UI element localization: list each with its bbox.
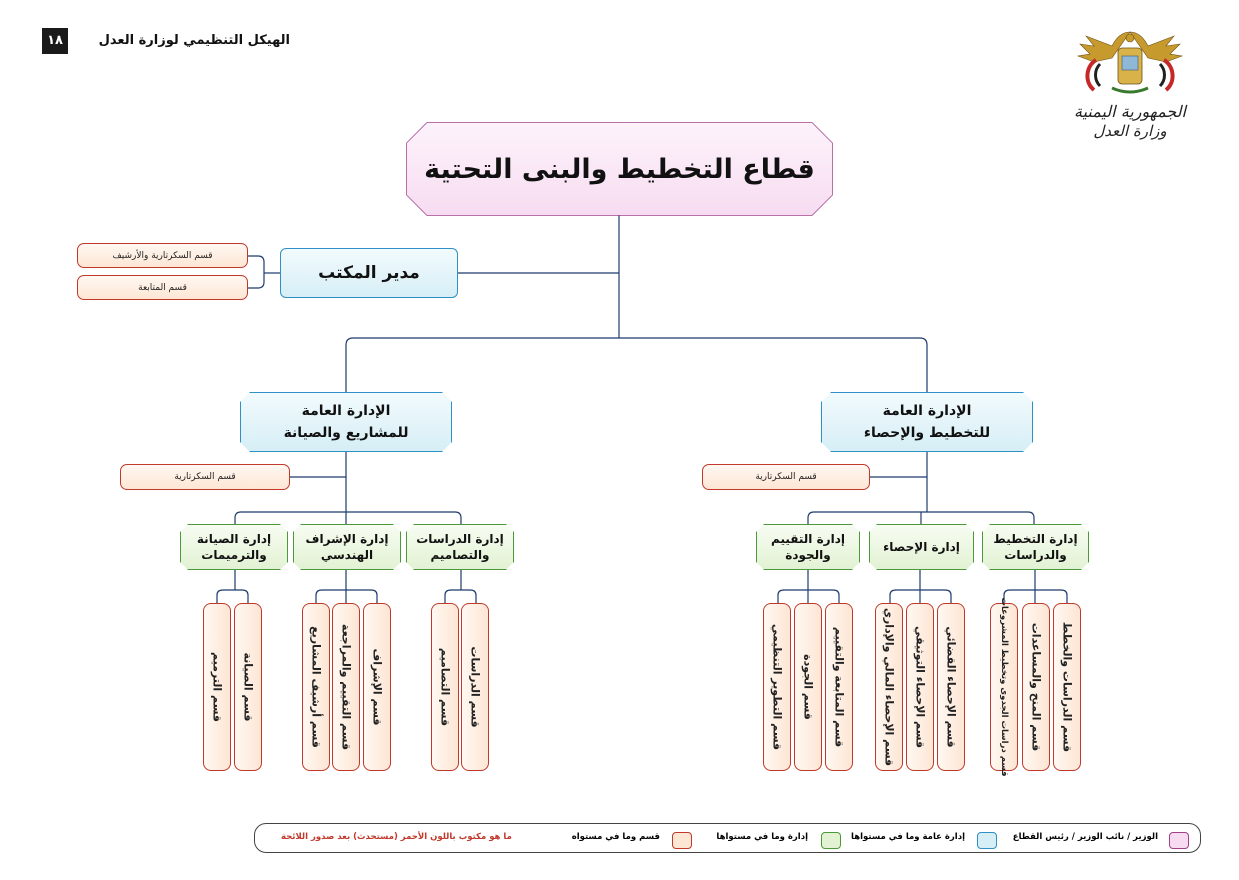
directorate-box: إدارة الإشراف الهندسي <box>293 524 401 570</box>
section-label: قسم الجودة <box>801 654 815 720</box>
general-directorate-box: الإدارة العامة للتخطيط والإحصاء <box>821 392 1033 452</box>
section-label: قسم الصيانة <box>241 652 255 722</box>
legend-label: إدارة عامة وما في مستواها <box>851 832 965 842</box>
office-manager-title: مدير المكتب <box>318 263 420 283</box>
general-directorate-subtitle: للتخطيط والإحصاء <box>863 425 991 441</box>
legend-swatch-general <box>977 832 997 849</box>
directorate-title: إدارة الصيانة <box>196 532 272 546</box>
office-section-label: قسم السكرتارية والأرشيف <box>112 250 213 261</box>
legend-label: قسم وما في مستواه <box>571 832 660 842</box>
logo-ministry-name: وزارة العدل <box>1093 122 1167 140</box>
general-directorate-subtitle: للمشاريع والصيانة <box>283 425 409 441</box>
section-box: قسم التطوير التنظيمي <box>763 603 791 771</box>
directorate-subtitle: والتصاميم <box>430 548 490 562</box>
section-box: قسم دراسات الجدوى وتخطيط المشروعات <box>990 597 1018 777</box>
section-box: قسم المنح والمساعدات <box>1022 603 1050 771</box>
directorate-subtitle: والترميمات <box>201 548 267 562</box>
directorate-box: إدارة التخطيط والدراسات <box>982 524 1089 570</box>
directorate-title: إدارة الدراسات <box>416 532 504 546</box>
logo-caption: الجمهورية اليمنية وزارة العدل <box>1060 102 1200 140</box>
section-box: قسم الصيانة <box>234 603 262 771</box>
section-box: قسم الجودة <box>794 603 822 771</box>
legend-swatch-minister <box>1169 832 1189 849</box>
logo-republic-name: الجمهورية اليمنية <box>1073 102 1186 121</box>
secretariat-section-box: قسم السكرتارية <box>120 464 290 490</box>
directorate-subtitle: والجودة <box>785 548 831 562</box>
section-box: قسم الترميم <box>203 603 231 771</box>
section-label: قسم الإحصاء القضائي <box>944 626 958 748</box>
section-box: قسم الإشراف <box>363 603 391 771</box>
legend: الوزير / نائب الوزير / رئيس القطاع إدارة… <box>254 823 1201 853</box>
section-label: قسم التصاميم <box>438 647 452 727</box>
section-label: قسم الإشراف <box>370 648 384 726</box>
directorate-title: إدارة التخطيط <box>993 532 1078 546</box>
section-box: قسم التصاميم <box>431 603 459 771</box>
section-label: قسم الدراسات والخطط <box>1060 621 1074 753</box>
directorate-subtitle: والدراسات <box>1004 548 1067 562</box>
directorate-subtitle: الهندسي <box>320 548 374 562</box>
directorate-box: إدارة الصيانة والترميمات <box>180 524 288 570</box>
general-directorate-title: الإدارة العامة <box>301 403 391 419</box>
secretariat-section-label: قسم السكرتارية <box>755 472 817 482</box>
office-manager-box: مدير المكتب <box>280 248 458 298</box>
section-box: قسم الإحصاء المالي والإداري <box>875 603 903 771</box>
directorate-box: إدارة الإحصاء <box>869 524 974 570</box>
sector-box: قطاع التخطيط والبنى التحتية <box>407 123 832 215</box>
section-label: قسم الترميم <box>210 651 224 723</box>
section-box: قسم الدراسات <box>461 603 489 771</box>
section-label: قسم دراسات الجدوى وتخطيط المشروعات <box>999 597 1009 777</box>
office-section-box: قسم المتابعة <box>77 275 248 300</box>
general-directorate-box: الإدارة العامة للمشاريع والصيانة <box>240 392 452 452</box>
section-label: قسم أرشيف المشاريع <box>309 626 323 748</box>
section-box: قسم المتابعة والتقييم <box>825 603 853 771</box>
secretariat-section-box: قسم السكرتارية <box>702 464 870 490</box>
yemen-emblem-icon <box>1076 31 1184 94</box>
sector-title: قطاع التخطيط والبنى التحتية <box>424 153 815 185</box>
section-label: قسم الإحصاء المالي والإداري <box>882 607 896 767</box>
legend-label: الوزير / نائب الوزير / رئيس القطاع <box>1012 832 1158 842</box>
legend-note: ما هو مكتوب باللون الأحمر (مستحدث) بعد ص… <box>281 832 512 842</box>
directorate-title: إدارة الإحصاء <box>883 540 960 554</box>
directorate-title: إدارة التقييم <box>771 532 845 546</box>
page-number: ١٨ <box>42 28 68 54</box>
section-box: قسم الإحصاء التوثيقي <box>906 603 934 771</box>
section-box: قسم التقييم والمراجعة <box>332 603 360 771</box>
directorate-box: إدارة التقييم والجودة <box>756 524 860 570</box>
section-label: قسم الدراسات <box>468 646 482 728</box>
section-box: قسم الإحصاء القضائي <box>937 603 965 771</box>
office-section-box: قسم السكرتارية والأرشيف <box>77 243 248 268</box>
legend-swatch-directorate <box>821 832 841 849</box>
directorate-box: إدارة الدراسات والتصاميم <box>406 524 514 570</box>
legend-swatch-section <box>672 832 692 849</box>
section-box: قسم الدراسات والخطط <box>1053 603 1081 771</box>
section-label: قسم التقييم والمراجعة <box>339 623 353 751</box>
section-box: قسم أرشيف المشاريع <box>302 603 330 771</box>
secretariat-section-label: قسم السكرتارية <box>174 472 236 482</box>
general-directorate-title: الإدارة العامة <box>882 403 972 419</box>
section-label: قسم المنح والمساعدات <box>1029 622 1043 752</box>
section-label: قسم المتابعة والتقييم <box>832 626 846 748</box>
section-label: قسم التطوير التنظيمي <box>770 623 784 751</box>
section-label: قسم الإحصاء التوثيقي <box>913 625 927 749</box>
office-section-label: قسم المتابعة <box>138 282 187 293</box>
page-title: الهيكل التنظيمي لوزارة العدل <box>98 33 290 48</box>
legend-label: إدارة وما في مستواها <box>716 832 808 842</box>
directorate-title: إدارة الإشراف <box>305 532 389 546</box>
